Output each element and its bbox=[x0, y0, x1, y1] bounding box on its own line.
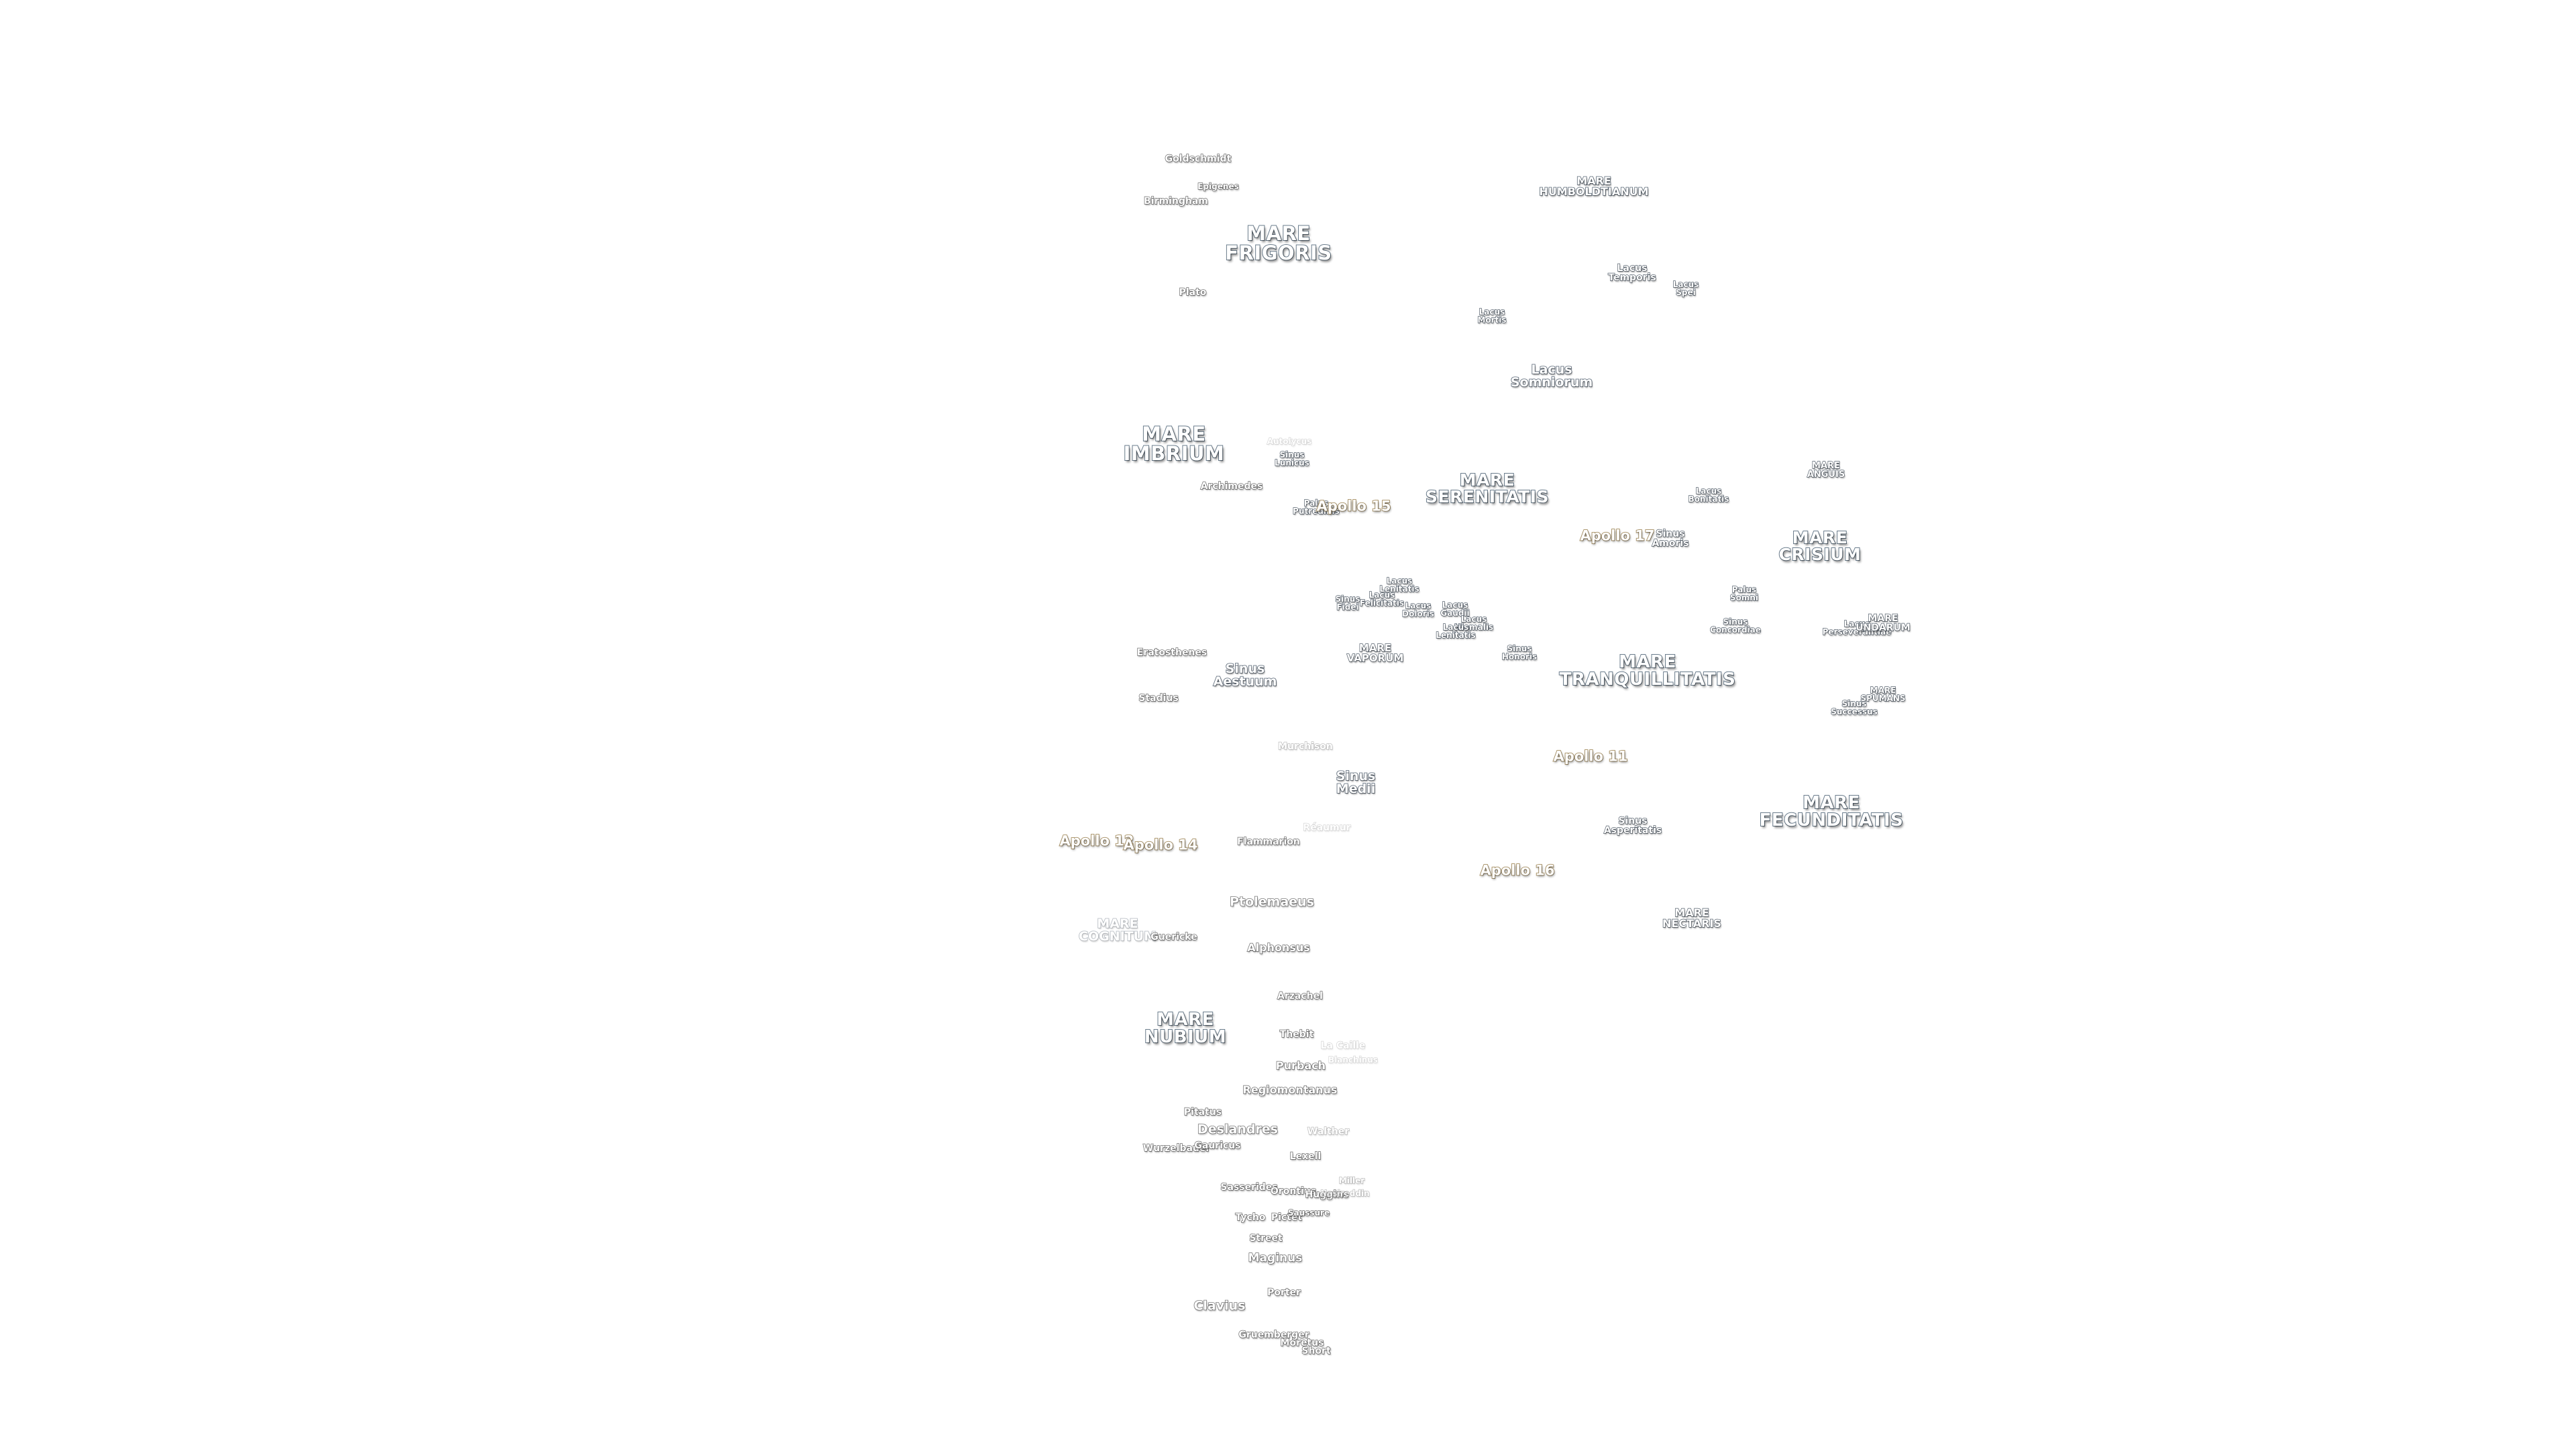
label-sasserides: Sasserides bbox=[1220, 1182, 1279, 1193]
label-la-caille: La Caille bbox=[1320, 1040, 1366, 1051]
label-reaumur: Réaumur bbox=[1303, 822, 1352, 833]
label-lacus-bonitatis: Lacus Bonitatis bbox=[1688, 486, 1729, 504]
label-deslandres: Deslandres bbox=[1197, 1122, 1279, 1137]
label-lexell: Lexell bbox=[1289, 1151, 1322, 1162]
label-mare-anguis: MARE ANGUIS bbox=[1807, 461, 1845, 480]
label-huggins: Huggins bbox=[1305, 1189, 1349, 1200]
label-epigenes: Epigenes bbox=[1197, 182, 1240, 191]
label-alphonsus: Alphonsus bbox=[1247, 941, 1311, 954]
label-archimedes: Archimedes bbox=[1200, 481, 1263, 492]
label-mare-imbrium: MARE IMBRIUM bbox=[1123, 423, 1225, 465]
label-mare-nubium: MARE NUBIUM bbox=[1144, 1010, 1227, 1047]
label-mare-humboldtianum: MARE HUMBOLDTIANUM bbox=[1539, 174, 1650, 198]
label-mare-tranquillitatis: MARE TRANQUILLITATIS bbox=[1559, 652, 1736, 690]
label-apollo-16: Apollo 16 bbox=[1480, 862, 1556, 879]
label-thebit: Thebit bbox=[1279, 1029, 1314, 1040]
label-plato: Plato bbox=[1179, 287, 1207, 298]
label-autolycus: Autolycus bbox=[1267, 437, 1312, 446]
label-walther: Walther bbox=[1307, 1126, 1350, 1137]
label-sinus-amoris: Sinus Amoris bbox=[1652, 529, 1689, 549]
label-apollo-12: Apollo 12 bbox=[1059, 833, 1135, 849]
label-gruemberger: Gruemberger bbox=[1238, 1330, 1310, 1340]
label-lacus-somniorum: Lacus Somniorum bbox=[1510, 362, 1593, 390]
label-birmingham: Birmingham bbox=[1143, 196, 1208, 207]
label-short: Short bbox=[1301, 1346, 1332, 1356]
label-sinus-asperitatis: Sinus Asperitatis bbox=[1603, 816, 1662, 836]
label-miller: Miller bbox=[1338, 1176, 1365, 1185]
label-maginus: Maginus bbox=[1248, 1251, 1303, 1265]
label-saussure: Saussure bbox=[1287, 1208, 1330, 1218]
label-purbach: Purbach bbox=[1275, 1059, 1326, 1072]
label-palus-putredinis: Palus Putredinis bbox=[1292, 498, 1340, 516]
label-sinus-aestuum: Sinus Aestuum bbox=[1213, 661, 1278, 689]
label-stadius: Stadius bbox=[1138, 693, 1179, 704]
label-apollo-14: Apollo 14 bbox=[1123, 837, 1199, 853]
label-arzachel: Arzachel bbox=[1277, 991, 1323, 1002]
label-tycho: Tycho bbox=[1235, 1212, 1266, 1223]
label-mare-spumans: MARE SPUMANS bbox=[1860, 686, 1907, 703]
label-apollo-15: Apollo 15 bbox=[1316, 498, 1392, 515]
label-pictet: Pictet bbox=[1271, 1212, 1303, 1223]
label-street: Street bbox=[1249, 1233, 1283, 1244]
label-pitatus: Pitatus bbox=[1183, 1107, 1222, 1118]
label-lacus-lenitatis-2: Lacus Lenitatis bbox=[1436, 623, 1477, 640]
label-sinus-lunicus: Sinus Lunicus bbox=[1274, 450, 1309, 468]
label-lacus-hiemalis: Lacus Hiemalis bbox=[1454, 614, 1494, 632]
label-sinus-medii: Sinus Medii bbox=[1336, 769, 1376, 796]
label-ptolemaeus: Ptolemaeus bbox=[1229, 894, 1314, 910]
label-porter: Porter bbox=[1267, 1287, 1301, 1298]
label-sinus-fidei: Sinus Fidei bbox=[1335, 594, 1360, 612]
label-mare-nectaris: MARE NECTARIS bbox=[1662, 906, 1721, 930]
label-orontius: Orontius bbox=[1270, 1186, 1317, 1197]
label-mare-serenitatis: MARE SERENITATIS bbox=[1425, 470, 1550, 506]
label-gauricus: Gauricus bbox=[1194, 1140, 1242, 1151]
label-murchison: Murchison bbox=[1277, 741, 1333, 752]
label-lacus-spei: Lacus Spei bbox=[1672, 280, 1699, 297]
label-lacus-lenitatis: Lacus Lenitatis bbox=[1379, 576, 1420, 594]
label-wurzelbauer: Wurzelbauer bbox=[1142, 1143, 1211, 1154]
label-apollo-11: Apollo 11 bbox=[1553, 748, 1629, 765]
label-eratosthenes: Eratosthenes bbox=[1136, 647, 1208, 658]
label-blanchinus: Blanchinus bbox=[1328, 1055, 1378, 1065]
label-sinus-successus: Sinus Successus bbox=[1831, 699, 1878, 716]
label-lacus-doloris: Lacus Doloris bbox=[1401, 601, 1434, 619]
label-sinus-honoris: Sinus Honoris bbox=[1501, 644, 1538, 661]
label-palus-somni: Palus Somni bbox=[1729, 585, 1759, 602]
label-sinus-concordiae: Sinus Concordiae bbox=[1709, 617, 1761, 635]
label-goldschmidt: Goldschmidt bbox=[1165, 154, 1232, 164]
label-guericke: Guericke bbox=[1150, 932, 1198, 943]
label-regiomontanus: Regiomontanus bbox=[1242, 1083, 1338, 1096]
label-moretus: Moretus bbox=[1280, 1338, 1324, 1348]
label-mare-undarum: MARE UNDARUM bbox=[1855, 613, 1911, 633]
label-nasireddin: Nasireddin bbox=[1320, 1189, 1371, 1198]
label-mare-crisium: MARE CRISIUM bbox=[1778, 528, 1862, 564]
label-mare-frigoris: MARE FRIGORIS bbox=[1224, 222, 1332, 264]
label-clavius: Clavius bbox=[1193, 1298, 1246, 1313]
label-lacus-felicitatis: Lacus Felicitatis bbox=[1359, 590, 1405, 608]
label-lacus-gaudii: Lacus Gaudii bbox=[1440, 600, 1470, 618]
label-lacus-perseverantiae: Lacus Perseverantiae bbox=[1822, 619, 1892, 637]
label-apollo-17: Apollo 17 bbox=[1580, 527, 1656, 544]
label-mare-vaporum: MARE VAPORUM bbox=[1346, 642, 1404, 664]
label-flammarion: Flammarion bbox=[1236, 837, 1300, 847]
label-mare-cognitum: MARE COGNITUM bbox=[1078, 916, 1157, 944]
label-lacus-temporis: Lacus Temporis bbox=[1608, 263, 1657, 283]
label-mare-fecunditatis: MARE FECUNDITATIS bbox=[1759, 793, 1904, 830]
label-lacus-mortis: Lacus Mortis bbox=[1477, 307, 1507, 325]
